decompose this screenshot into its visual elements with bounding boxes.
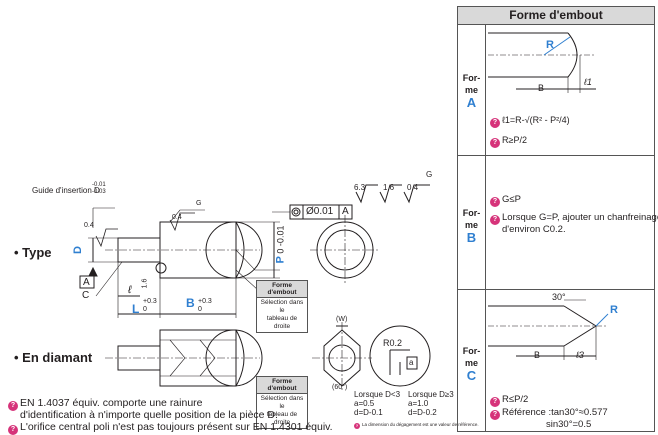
guide-label: Guide d'insertion D <box>32 186 100 195</box>
angle-60: (60°) <box>332 384 348 391</box>
footnote-1: ?EN 1.4037 équiv. comporte une rainure <box>8 397 203 411</box>
shape-C-diagram <box>488 299 609 360</box>
dim-L: L <box>132 302 140 316</box>
note-icon: ? <box>490 138 500 148</box>
surface-1-6: 1.6 <box>383 183 395 192</box>
dim-L-tol: +0.3 0 <box>143 298 157 313</box>
note-icon: ? <box>354 423 360 429</box>
panel-title: Forme d'embout <box>458 7 654 25</box>
shape-B-note-3: d'environ C0.2. <box>502 224 566 235</box>
shape-A-note-1: ?ℓ1=R-√(R² - P²/4) <box>490 115 570 128</box>
dim-B: B <box>186 296 195 310</box>
datum-A: A <box>83 277 90 288</box>
roughness-0-4-b: 0.4 <box>172 214 182 221</box>
note-icon: ? <box>490 397 500 407</box>
shape-B-note-2: ?Lorsque G=P, ajouter un chanfreinage <box>490 212 658 225</box>
shape-C-angle: 30° <box>552 292 566 302</box>
row-label-C: For- me C <box>458 290 486 431</box>
roughness-0-4-a: 0.4 <box>84 222 94 229</box>
shape-C-l3: ℓ3 <box>576 350 584 360</box>
footnote-2: ?L'orifice central poli n'est pas toujou… <box>8 421 333 435</box>
row-label-B: For- me B <box>458 156 486 289</box>
guide-tolerance: -0.01 -0.03 <box>92 182 106 195</box>
case-d-ge-3: Lorsque D≥3 a=1.0 d=D-0.2 <box>408 390 454 417</box>
a-label: a <box>409 358 414 367</box>
diamond-detail-circle <box>205 329 263 387</box>
tip-shape-row-C: For- me C 30° R B <box>458 290 654 431</box>
surface-6-3: 6.3 <box>354 183 366 192</box>
note-icon: ? <box>490 197 500 207</box>
tip-shape-row-A: For- me A R B ℓ1 <box>458 25 654 156</box>
shape-A-note-2: ?R≥P/2 <box>490 135 527 148</box>
diamond-label: • En diamant <box>14 350 93 365</box>
surface-0-4: 0.4 <box>407 183 419 192</box>
note-icon: ? <box>490 118 500 128</box>
shape-B-note-1: ?G≤P <box>490 194 521 207</box>
surface-G: G <box>426 170 433 179</box>
shape-C-note-2: ?Référence :tan30°≈0.577 <box>490 407 608 420</box>
shape-A-l1: ℓ1 <box>584 77 592 87</box>
footnote-1b: d'identification à n'importe quelle posi… <box>20 409 278 421</box>
tip-detail-circle <box>205 221 263 279</box>
tip-shape-row-B: For- me B ?G≤P ?Lorsque G=P, ajouter un … <box>458 156 658 290</box>
w-label: (W) <box>336 316 348 323</box>
roughness-G: G <box>196 200 202 207</box>
reference-note: ?La dimension du dégagement est une vale… <box>354 422 479 429</box>
note-icon: ? <box>490 410 500 420</box>
shape-C-note-3: sin30°=0.5 <box>546 419 592 430</box>
dim-P: P 0 -0.01 <box>274 225 287 264</box>
dim-D: D <box>71 246 84 254</box>
note-icon: ? <box>8 425 18 435</box>
dim-C: C <box>82 290 90 301</box>
dim-l: ℓ <box>128 284 132 296</box>
concentricity-value: Ø0.01 <box>306 206 334 217</box>
shape-C-R: R <box>610 304 618 316</box>
r02-label: R0.2 <box>383 338 403 348</box>
dim-B-tol: +0.3 0 <box>198 298 212 313</box>
shape-A-R: R <box>546 39 554 51</box>
shape-A-B: B <box>538 83 545 93</box>
case-d-less-3: Lorsque D<3 a=0.5 d=D-0.1 <box>354 390 401 417</box>
note-icon: ? <box>490 215 500 225</box>
shape-C-note-1: ?R≤P/2 <box>490 394 528 407</box>
tip-shape-panel: Forme d'embout For- me A <box>457 6 658 432</box>
note-icon: ? <box>8 401 18 411</box>
row-label-A: For- me A <box>458 25 486 155</box>
shape-A-diagram <box>488 32 596 93</box>
concentricity-datum: A <box>342 206 349 217</box>
shape-C-B: B <box>534 350 541 360</box>
type-label: • Type <box>14 245 52 260</box>
pin-tip <box>235 221 245 279</box>
datum-A-box <box>79 275 95 289</box>
roughness-1-6: 1.6 <box>141 278 149 289</box>
